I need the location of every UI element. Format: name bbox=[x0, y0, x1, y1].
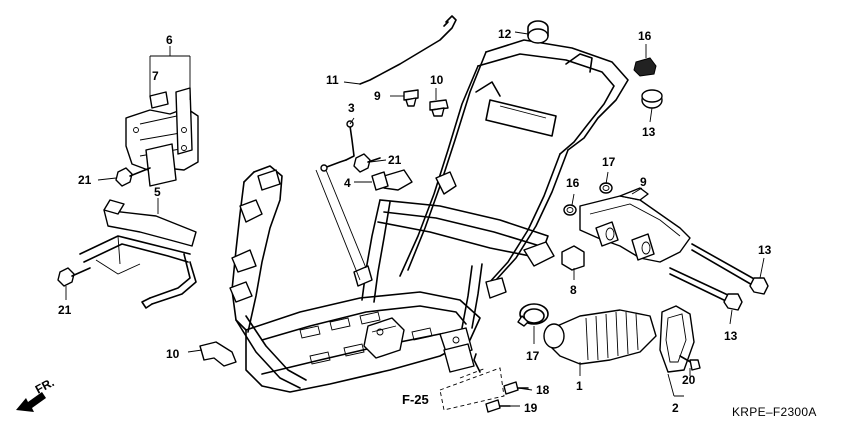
callout-16-left: 16 bbox=[566, 176, 580, 190]
callout-2: 2 bbox=[672, 401, 679, 415]
callout-7: 7 bbox=[152, 69, 159, 83]
callout-15: 13 bbox=[758, 243, 772, 257]
direction-label: FR. bbox=[33, 375, 57, 396]
callout-12: 11 bbox=[326, 73, 339, 87]
rubber-18 bbox=[633, 57, 657, 77]
bolt-21-upper-left bbox=[115, 167, 151, 187]
frame-body bbox=[229, 39, 629, 393]
callout-5: 5 bbox=[154, 185, 161, 199]
callout-13-upper: 12 bbox=[498, 27, 512, 41]
stand-bracket-5 bbox=[79, 199, 197, 309]
callout-9: 9 bbox=[640, 175, 647, 189]
bolt-21-lower-left bbox=[57, 267, 91, 287]
cable-12 bbox=[359, 15, 457, 85]
reference-label: F-25 bbox=[402, 392, 429, 407]
bolt-21-middle bbox=[353, 153, 381, 173]
callout-1: 1 bbox=[576, 379, 583, 393]
callout-14: 13 bbox=[724, 329, 738, 343]
pin-assembly-17 bbox=[439, 353, 529, 413]
screw-20 bbox=[679, 355, 701, 371]
clip-4 bbox=[371, 171, 389, 191]
collar-16-left bbox=[563, 204, 577, 216]
grommet-2 bbox=[659, 305, 695, 373]
clamp-19 bbox=[517, 303, 549, 327]
callout-6: 6 bbox=[166, 33, 173, 47]
callout-11: 10 bbox=[166, 347, 180, 361]
ground-wire-3 bbox=[320, 120, 355, 172]
bolt-14 bbox=[669, 267, 743, 311]
stopper-8 bbox=[561, 245, 585, 271]
drawing-code: KRPE–F2300A bbox=[732, 405, 817, 419]
callout-17-upper: 18 bbox=[536, 383, 550, 397]
bracket-assembly-6 bbox=[125, 87, 199, 187]
bolt-15 bbox=[691, 243, 769, 295]
callout-10-right: 10 bbox=[430, 73, 444, 87]
callout-21-middle: 21 bbox=[388, 153, 402, 167]
callout-16-right: 17 bbox=[602, 155, 616, 169]
callout-21-lower: 21 bbox=[58, 303, 72, 317]
rubber-13-upper bbox=[527, 20, 549, 44]
callout-19: 17 bbox=[526, 349, 540, 363]
leader-lines bbox=[65, 31, 765, 407]
callout-20: 20 bbox=[682, 373, 696, 387]
callout-10-left: 9 bbox=[374, 89, 381, 103]
callout-13-lower: 13 bbox=[642, 125, 656, 139]
callout-17-lower: 19 bbox=[524, 401, 538, 415]
air-duct-1 bbox=[543, 309, 657, 365]
clip-11 bbox=[199, 341, 237, 367]
grommet-10-left bbox=[403, 89, 419, 107]
callout-3: 3 bbox=[348, 101, 355, 115]
callout-21-upper: 21 bbox=[78, 173, 92, 187]
collar-16-right bbox=[599, 182, 613, 194]
grommet-10-right bbox=[429, 99, 449, 117]
callout-4: 4 bbox=[344, 176, 351, 190]
engine-hanger-9 bbox=[579, 187, 691, 263]
callout-18: 16 bbox=[638, 29, 652, 43]
rubber-13-lower bbox=[641, 89, 663, 109]
callout-labels: 6 7 21 5 21 11 3 9 10 21 4 12 16 13 17 1… bbox=[58, 27, 772, 415]
callout-8: 8 bbox=[570, 283, 577, 297]
front-direction-arrow: FR. bbox=[16, 375, 56, 412]
